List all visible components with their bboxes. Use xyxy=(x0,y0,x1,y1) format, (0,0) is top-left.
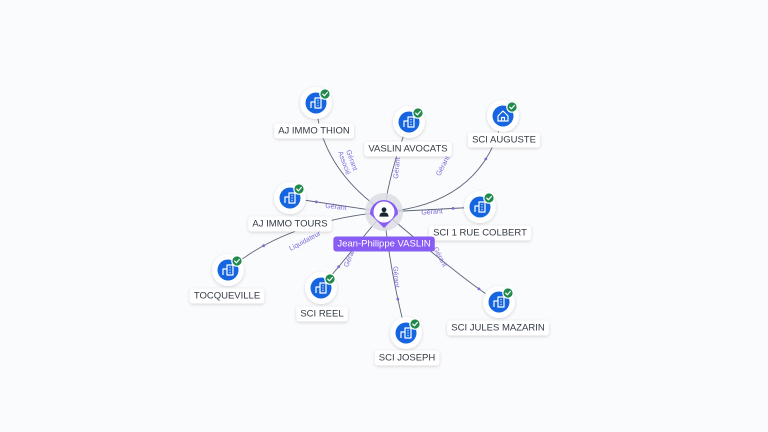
edge-arrow xyxy=(396,297,400,301)
company-node-sci-jules-mazarin[interactable] xyxy=(483,286,515,318)
verified-check-icon xyxy=(483,192,495,204)
person-node[interactable] xyxy=(365,193,403,231)
edge-arrow xyxy=(451,207,455,210)
edge-relation-label: Gérant xyxy=(421,208,443,216)
company-name: SCI REEL xyxy=(300,309,343,320)
company-label-bg xyxy=(248,216,332,232)
company-label-bg xyxy=(364,141,452,157)
company-label-bg xyxy=(189,288,265,304)
verified-check-icon xyxy=(506,101,518,113)
company-name: TOCQUEVILLE xyxy=(194,291,260,302)
person-name-bg xyxy=(333,236,435,252)
person-name: Jean-Philippe VASLIN xyxy=(337,239,430,250)
company-label[interactable]: SCI AUGUSTE xyxy=(468,132,540,148)
company-label-bg xyxy=(274,123,354,139)
company-name: VASLIN AVOCATS xyxy=(368,144,447,155)
company-label-bg xyxy=(447,320,549,336)
company-node-sci-auguste[interactable] xyxy=(487,100,519,132)
verified-check-icon xyxy=(319,88,331,100)
edge-relation-label: Gérant xyxy=(325,203,347,212)
edge-relation-label: Gérant xyxy=(435,155,451,177)
company-name: AJ IMMO THION xyxy=(278,126,350,137)
company-name: AJ IMMO TOURS xyxy=(252,219,327,230)
company-label[interactable]: SCI JULES MAZARIN xyxy=(447,320,549,336)
company-name: SCI AUGUSTE xyxy=(472,135,536,146)
edge-relation-label: Liquidateur xyxy=(288,230,322,253)
center-node[interactable]: Jean-Philippe VASLIN xyxy=(333,193,435,252)
verified-check-icon xyxy=(409,318,421,330)
company-name: SCI JULES MAZARIN xyxy=(451,323,545,334)
company-name: SCI JOSEPH xyxy=(379,353,436,364)
company-label-bg xyxy=(468,132,540,148)
company-label[interactable]: TOCQUEVILLE xyxy=(189,288,265,304)
house-icon xyxy=(497,110,509,122)
verified-check-icon xyxy=(412,107,424,119)
company-label-bg xyxy=(374,350,440,366)
company-node-aj-immo-thion[interactable] xyxy=(300,87,332,119)
verified-check-icon xyxy=(231,255,243,267)
edge-arrow xyxy=(337,265,341,269)
building-icon xyxy=(222,264,234,276)
person-name-label[interactable]: Jean-Philippe VASLIN xyxy=(333,236,435,252)
company-label[interactable]: VASLIN AVOCATS xyxy=(364,141,452,157)
company-node-aj-immo-tours[interactable] xyxy=(274,182,306,214)
verified-check-icon xyxy=(324,273,336,285)
company-node-tocqueville[interactable] xyxy=(212,254,244,286)
edge-relation-label: Gérant xyxy=(393,157,402,179)
person-icon xyxy=(379,207,389,217)
company-label-bg xyxy=(296,306,348,322)
company-name: SCI 1 RUE COLBERT xyxy=(433,228,527,239)
edge-relation-label: Gérant xyxy=(391,266,400,288)
building-icon xyxy=(315,282,327,294)
edge-arrow xyxy=(477,287,481,291)
company-node-sci-joseph[interactable] xyxy=(390,317,422,349)
company-label-bg xyxy=(429,225,532,241)
company-label[interactable]: AJ IMMO THION xyxy=(274,123,354,139)
company-node-vaslin-avocats[interactable] xyxy=(393,106,425,138)
company-label[interactable]: SCI JOSEPH xyxy=(374,350,440,366)
company-node-sci-1-rue-colbert[interactable] xyxy=(464,191,496,223)
company-node-sci-reel[interactable] xyxy=(305,272,337,304)
edge-relation-label: GérantAssocié xyxy=(336,148,359,176)
nodes: AJ IMMO THION VASLIN AVOCATS SCI AUGUSTE AJ… xyxy=(189,87,549,366)
edge-arrow xyxy=(314,200,318,204)
edge-arrow xyxy=(262,244,266,248)
edge-arrow xyxy=(484,157,488,161)
verified-check-icon xyxy=(502,287,514,299)
company-label[interactable]: SCI 1 RUE COLBERT xyxy=(429,225,532,241)
company-label[interactable]: SCI REEL xyxy=(296,306,348,322)
verified-check-icon xyxy=(293,183,305,195)
company-label[interactable]: AJ IMMO TOURS xyxy=(248,216,332,232)
